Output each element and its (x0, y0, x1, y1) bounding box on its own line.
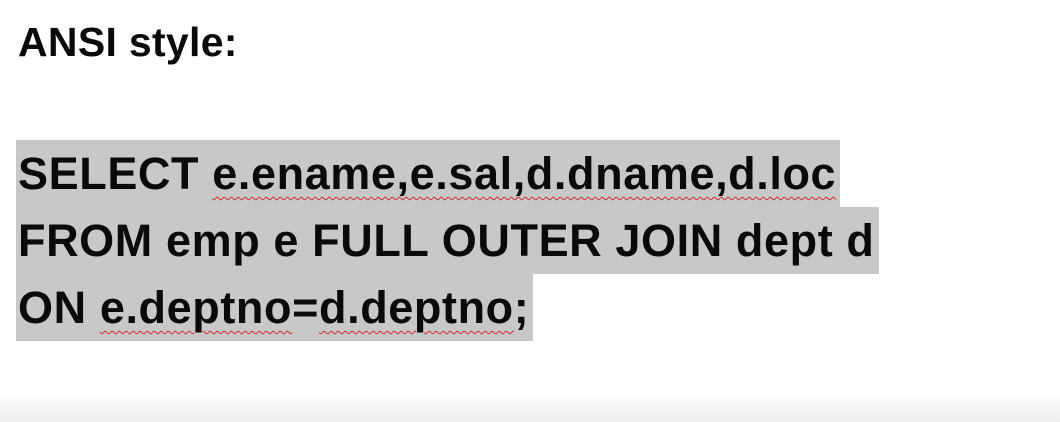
sql-line-on: ON e.deptno=d.deptno; (16, 274, 879, 341)
sql-statement-terminator: ; (513, 282, 530, 333)
sql-code-block[interactable]: SELECT e.ename,e.sal,d.dname,d.loc FROM … (16, 140, 879, 341)
selected-text-line-2[interactable]: FROM emp e FULL OUTER JOIN dept d (16, 207, 879, 274)
sql-equals-operator: = (292, 282, 319, 333)
sql-from-clause: FROM emp e FULL OUTER JOIN dept d (18, 215, 875, 266)
sql-line-from: FROM emp e FULL OUTER JOIN dept d (16, 207, 879, 274)
sql-select-columns: e.ename,e.sal,d.dname,d.loc (212, 148, 837, 199)
sql-join-right-column: d.deptno (319, 282, 514, 333)
heading-ansi-style: ANSI style: (18, 19, 238, 65)
sql-keyword-on: ON (18, 282, 100, 333)
selected-text-line-1[interactable]: SELECT e.ename,e.sal,d.dname,d.loc (16, 140, 841, 207)
sql-join-left-column: e.deptno (99, 282, 293, 333)
sql-line-select: SELECT e.ename,e.sal,d.dname,d.loc (16, 140, 879, 207)
selected-text-line-3[interactable]: ON e.deptno=d.deptno; (16, 274, 534, 341)
sql-keyword-select: SELECT (18, 148, 213, 199)
